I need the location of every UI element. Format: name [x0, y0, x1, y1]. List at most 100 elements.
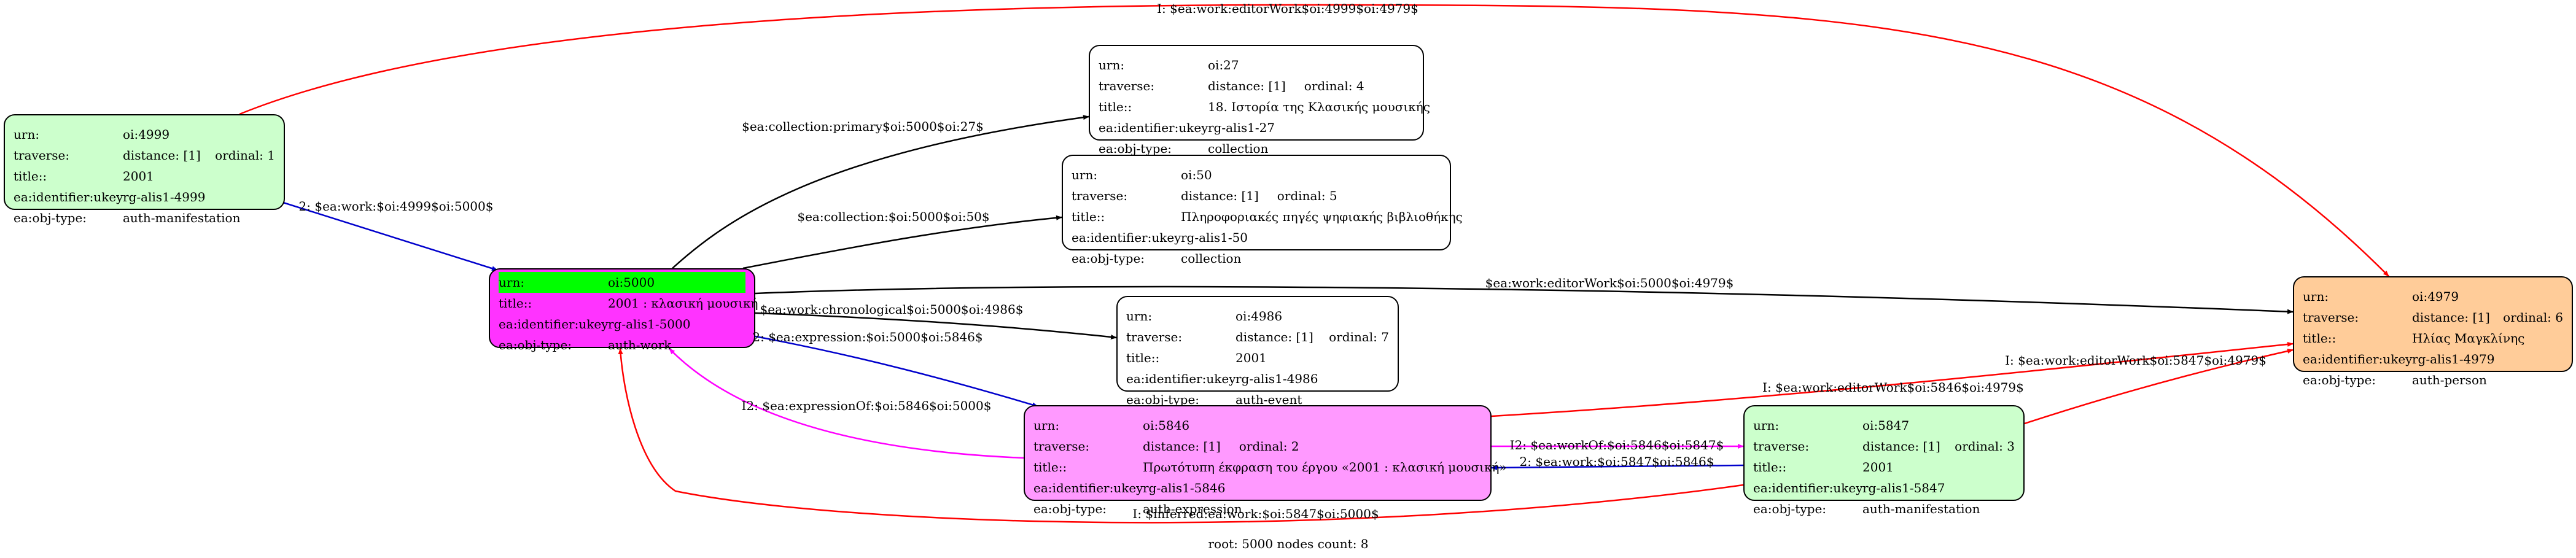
- node-row-value: distance: [1]: [1181, 188, 1259, 203]
- node-row-value: auth-work: [608, 338, 672, 352]
- node-row-key: traverse:: [1033, 439, 1090, 454]
- node-row-ordinal: ordinal: 1: [215, 148, 275, 163]
- node-row-value: oi:4999: [123, 127, 170, 142]
- node-row-ordinal: ordinal: 2: [1239, 439, 1299, 454]
- node-row-key: ea:obj-type:: [1099, 141, 1172, 156]
- node-row-value: 2001: [1862, 460, 1894, 475]
- node-row-ordinal: ordinal: 6: [2503, 310, 2563, 325]
- node-row-value: collection: [1181, 251, 1242, 266]
- edge-label-e8: I2: $ea:expressionOf:$oi:5846$oi:5000$: [741, 398, 992, 413]
- node-row-value: auth-event: [1235, 392, 1302, 407]
- node-n5847[interactable]: urn:oi:5847 traverse: distance: [1] ordinal…: [1743, 405, 2025, 516]
- node-row-key: ea:obj-type:: [1072, 251, 1145, 266]
- node-row-key: urn:: [499, 275, 525, 290]
- node-row: urn: oi:4999: [14, 124, 275, 145]
- node-row: urn:oi:5000: [499, 272, 745, 293]
- node-row-value: distance: [1]: [1143, 439, 1221, 454]
- node-row-value: oi:4979: [2412, 289, 2459, 304]
- node-row: ea:obj-type: collection: [1099, 138, 1414, 159]
- node-row-key: urn:: [2303, 289, 2329, 304]
- node-row-key: urn:: [14, 127, 40, 142]
- node-row-key: title::: [1126, 351, 1160, 365]
- edge-label-e3: $ea:collection:primary$oi:5000$oi:27$: [742, 119, 984, 134]
- node-row-value: auth-manifestation: [123, 211, 241, 225]
- node-row-key: ea:obj-type:: [1753, 502, 1827, 516]
- node-row-key: ea:obj-type:: [499, 338, 572, 352]
- edge-e6: [755, 312, 1117, 340]
- node-row: title::2001: [1126, 347, 1389, 368]
- node-row-key: ea:obj-type:: [14, 211, 87, 225]
- node-row: title::Πρωτότυπη έκφραση του έργου «2001…: [1033, 457, 1507, 478]
- node-row: ea:obj-type: auth-manifestation: [1753, 498, 2015, 519]
- node-row: ea:obj-type: auth-work: [499, 335, 745, 355]
- node-row-value: rg-alis1-5846: [1143, 481, 1226, 495]
- edge-e9: [1491, 341, 2294, 417]
- node-row-value: rg-alis1-5847: [1862, 481, 1945, 495]
- node-row-value: rg-alis1-4999: [123, 190, 206, 204]
- node-row-value: oi:50: [1181, 168, 1212, 182]
- node-row-value: rg-alis1-5000: [608, 317, 691, 331]
- node-row-key: ea:obj-type:: [1126, 392, 1200, 407]
- edge-label-e13: I: $inferred:ea:work:$oi:5847$oi:5000$: [1132, 506, 1379, 521]
- node-row-value: rg-alis1-50: [1181, 230, 1248, 245]
- node-row-value: rg-alis1-4979: [2412, 352, 2495, 366]
- edge-e8: [669, 348, 1024, 459]
- edge-label-e9: I: $ea:work:editorWork$oi:5846$oi:4979$: [1762, 380, 2024, 395]
- edge-e2: [279, 200, 498, 271]
- node-row: urn:oi:27: [1099, 55, 1414, 76]
- node-row-value: oi:5846: [1143, 418, 1190, 433]
- node-row-value: Πληροφοριακές πηγές ψηφιακής βιβλιοθήκης: [1181, 209, 1463, 224]
- node-row: urn:oi:4986: [1126, 306, 1389, 327]
- edge-label-e11: I2: $ea:workOf:$oi:5846$oi:5847$: [1509, 438, 1724, 452]
- node-row-key: traverse:: [1126, 330, 1183, 344]
- node-row: title::2001: [14, 166, 275, 187]
- graph-footer: root: 5000 nodes count: 8: [1208, 537, 1369, 551]
- node-row-value: distance: [1]: [1862, 439, 1940, 454]
- node-row-value: collection: [1208, 141, 1269, 156]
- node-row-key: ea:identifier:ukey: [1072, 230, 1181, 245]
- node-row: title::Πληροφοριακές πηγές ψηφιακής βιβλ…: [1072, 206, 1463, 227]
- node-row-ordinal: ordinal: 3: [1955, 439, 2015, 454]
- node-row: urn:oi:5847: [1753, 415, 2015, 436]
- node-row-ordinal: ordinal: 7: [1329, 330, 1389, 344]
- node-row-value: Πρωτότυπη έκφραση του έργου «2001 : κλασ…: [1143, 460, 1507, 475]
- node-n4999[interactable]: urn: oi:4999 traverse:distance: [1]ordinal…: [4, 114, 285, 225]
- node-row-key: ea:identifier:ukey: [1033, 481, 1143, 495]
- node-row-key: ea:identifier:ukey: [1753, 481, 1863, 495]
- node-row: ea:obj-type:auth-person: [2303, 370, 2563, 390]
- node-row-key: title::: [14, 169, 47, 184]
- edge-e12: [1491, 464, 1744, 470]
- edge-label-e6: $ea:work:chronological$oi:5000$oi:4986$: [760, 302, 1024, 317]
- node-row: traverse:distance: [1]ordinal: 4: [1099, 76, 1414, 96]
- node-row-key: ea:identifier:ukey: [499, 317, 609, 331]
- node-row-value: auth-expression: [1143, 502, 1242, 516]
- node-row: traverse: distance: [1] ordinal: 7: [1126, 327, 1389, 347]
- node-row-value: distance: [1]: [1235, 330, 1313, 344]
- node-row-value: distance: [1]: [1208, 79, 1286, 93]
- node-row-key: urn:: [1126, 309, 1153, 324]
- node-row: traverse:distance: [1]ordinal: 1: [14, 145, 275, 166]
- node-row: traverse: distance: [1] ordinal: 2: [1033, 436, 1482, 457]
- node-row-value: Ηλίας Μαγκλίνης: [2412, 331, 2525, 346]
- node-row-ordinal: ordinal: 5: [1277, 188, 1337, 203]
- node-row-ordinal: ordinal: 4: [1304, 79, 1364, 93]
- edge-label-e1: I: $ea:work:editorWork$oi:4999$oi:4979$: [1157, 1, 1418, 16]
- node-n4986[interactable]: urn:oi:4986 traverse: distance: [1] ordinal…: [1116, 296, 1399, 407]
- node-row-key: traverse:: [1753, 439, 1810, 454]
- node-row: title::18. Ιστορία της Κλασικής μουσικής: [1099, 96, 1430, 117]
- edge-label-e2: 2: $ea:work:$oi:4999$oi:5000$: [298, 199, 494, 214]
- node-row-key: traverse:: [14, 148, 70, 163]
- node-row-value: auth-manifestation: [1862, 502, 1980, 516]
